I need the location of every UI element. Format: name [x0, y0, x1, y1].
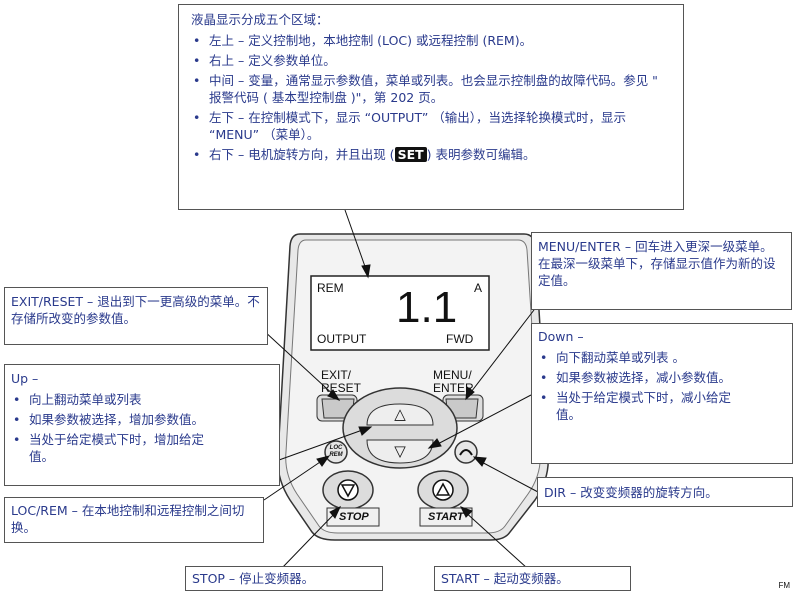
- down-item: 向下翻动菜单或列表 。: [538, 349, 786, 366]
- arrowhead-start: [459, 506, 473, 518]
- lcd-screen: [310, 275, 490, 351]
- menu-enter-desc: – 回车进入更深一级菜单。在最深一级菜单下，存储显示值作为新的设定值。: [538, 239, 776, 288]
- exit-label-line1: EXIT/: [321, 368, 352, 382]
- lcd-area-item: 左上 – 定义控制地，本地控制 (LOC) 或远程控制 (REM)。: [191, 32, 673, 49]
- lcd-areas-info-box: 液晶显示分成五个区域： 左上 – 定义控制地，本地控制 (LOC) 或远程控制 …: [178, 4, 684, 210]
- exit-reset-callout: EXIT/RESET – 退出到下一更高级的菜单。不存储所改变的参数值。: [4, 287, 268, 345]
- up-item: 向上翻动菜单或列表: [11, 391, 273, 408]
- pointer-dir: [475, 458, 539, 493]
- up-callout: Up – 向上翻动菜单或列表 如果参数被选择，增加参数值。 当处于给定模式下时，…: [4, 364, 280, 486]
- stop-label-plate: [326, 507, 380, 527]
- lcd-area-item: 中间 – 变量，通常显示参数值，菜单或列表。也会显示控制盘的故障代码。参见 " …: [191, 72, 673, 106]
- stop-button[interactable]: [323, 471, 373, 509]
- pointer-top-box: [344, 209, 369, 276]
- footer-mark: FM: [778, 581, 790, 590]
- dir-button[interactable]: [455, 441, 477, 463]
- dir-arrow-glyph: [459, 449, 473, 456]
- down-callout: Down – 向下翻动菜单或列表 。 如果参数被选择，减小参数值。 当处于给定模…: [531, 323, 793, 464]
- down-arrow-icon: ▽: [394, 442, 406, 460]
- down-button[interactable]: ▽: [367, 440, 433, 463]
- menu-label-line1: MENU/: [433, 368, 472, 382]
- arrowhead-up: [358, 426, 373, 436]
- down-list: 向下翻动菜单或列表 。 如果参数被选择，减小参数值。 当处于给定模式下时，减小给…: [538, 349, 786, 423]
- start-button[interactable]: [418, 471, 468, 509]
- lcd-value: 1.1: [396, 283, 458, 332]
- up-list: 向上翻动菜单或列表 如果参数被选择，增加参数值。 当处于给定模式下时，增加给定值…: [11, 391, 273, 465]
- pointer-start: [462, 509, 528, 569]
- arrowhead-down: [427, 438, 442, 449]
- loc-rem-key-name: LOC/REM: [11, 503, 68, 518]
- dir-key-name: DIR: [544, 485, 566, 500]
- up-item: 当处于给定模式下时，增加给定值。: [11, 431, 273, 465]
- loc-rem-button-shape: [324, 440, 348, 464]
- exit-label-line2: RESET: [321, 381, 362, 395]
- down-title: Down –: [538, 329, 584, 344]
- pointer-stop: [281, 509, 339, 569]
- lcd-areas-list: 左上 – 定义控制地，本地控制 (LOC) 或远程控制 (REM)。 右上 – …: [191, 32, 673, 163]
- start-desc: – 起动变频器。: [479, 571, 569, 586]
- lcd-control-location: REM: [317, 281, 344, 295]
- stop-callout: STOP – 停止变频器。: [185, 566, 383, 591]
- stop-plate-label: STOP: [339, 511, 369, 523]
- menu-enter-key-name: MENU/ENTER: [538, 239, 621, 254]
- lcd-direction: FWD: [446, 332, 474, 346]
- exit-reset-key-label: EXIT/ RESET: [321, 369, 361, 395]
- start-key-name: START: [441, 571, 480, 586]
- pointer-exit-reset: [262, 329, 338, 399]
- up-item: 如果参数被选择，增加参数值。: [11, 411, 273, 428]
- exit-reset-button[interactable]: [317, 395, 357, 421]
- pointer-loc-rem: [263, 457, 327, 501]
- pointer-down: [431, 394, 532, 448]
- up-button-shape: [366, 403, 434, 426]
- arrowhead-top-box: [361, 264, 371, 279]
- menu-enter-callout: MENU/ENTER – 回车进入更深一级菜单。在最深一级菜单下，存储显示值作为…: [531, 232, 792, 310]
- exit-reset-key-name: EXIT/RESET: [11, 294, 84, 309]
- start-plate-label: START: [428, 511, 464, 523]
- lcd-area-item: 右上 – 定义参数单位。: [191, 52, 673, 69]
- stop-key-name: STOP: [192, 571, 225, 586]
- dir-button-shape: [454, 440, 478, 464]
- loc-rem-text-2: REM: [329, 452, 343, 458]
- up-arrow-icon: △: [394, 405, 406, 423]
- menu-enter-key-label: MENU/ ENTER: [433, 369, 474, 395]
- lcd-mode: OUTPUT: [317, 332, 367, 346]
- menu-label-line2: ENTER: [433, 381, 474, 395]
- start-label-plate: [419, 507, 473, 527]
- loc-rem-text-1: LOC: [329, 445, 343, 451]
- arrowhead-loc-rem: [316, 455, 331, 467]
- lcd-area-item: 右下 – 电机旋转方向，并且出现 (SET) 表明参数可编辑。: [191, 146, 673, 163]
- dir-callout: DIR – 改变变频器的旋转方向。: [537, 477, 793, 507]
- lcd-unit: A: [474, 281, 483, 295]
- dir-desc: – 改变变频器的旋转方向。: [566, 485, 718, 500]
- arrowhead-exit-reset: [327, 389, 341, 401]
- arrowhead-dir: [472, 456, 487, 467]
- pointer-menu-enter: [467, 309, 535, 397]
- start-callout: START – 起动变频器。: [434, 566, 631, 591]
- stop-desc: – 停止变频器。: [224, 571, 315, 586]
- stop-icon-triangle: [340, 484, 356, 498]
- down-item: 当处于给定模式下时，减小给定值。: [538, 389, 786, 423]
- lcd-area-item-prefix: 右下 – 电机旋转方向，并且出现 (: [209, 147, 395, 162]
- lcd-area-item: 左下 – 在控制模式下，显示 “OUTPUT” （输出），当选择轮换模式时，显示…: [191, 109, 673, 143]
- set-badge: SET: [394, 147, 427, 162]
- lcd-area-item-suffix: ) 表明参数可编辑。: [426, 147, 536, 162]
- pointer-up: [278, 427, 369, 461]
- exit-reset-desc: – 退出到下一更高级的菜单。不存储所改变的参数值。: [11, 294, 260, 326]
- loc-rem-desc: – 在本地控制和远程控制之间切换。: [11, 503, 245, 535]
- menu-enter-button[interactable]: [443, 395, 483, 421]
- up-button[interactable]: △: [367, 404, 433, 425]
- lcd-areas-title: 液晶显示分成五个区域：: [191, 12, 329, 27]
- down-item: 如果参数被选择，减小参数值。: [538, 369, 786, 386]
- arrowhead-menu-enter: [465, 386, 475, 401]
- arrowhead-stop: [329, 505, 342, 519]
- start-icon-triangle: [435, 482, 451, 496]
- loc-rem-callout: LOC/REM – 在本地控制和远程控制之间切换。: [4, 497, 264, 543]
- loc-rem-button[interactable]: LOC REM: [325, 441, 347, 463]
- up-title: Up –: [11, 371, 39, 386]
